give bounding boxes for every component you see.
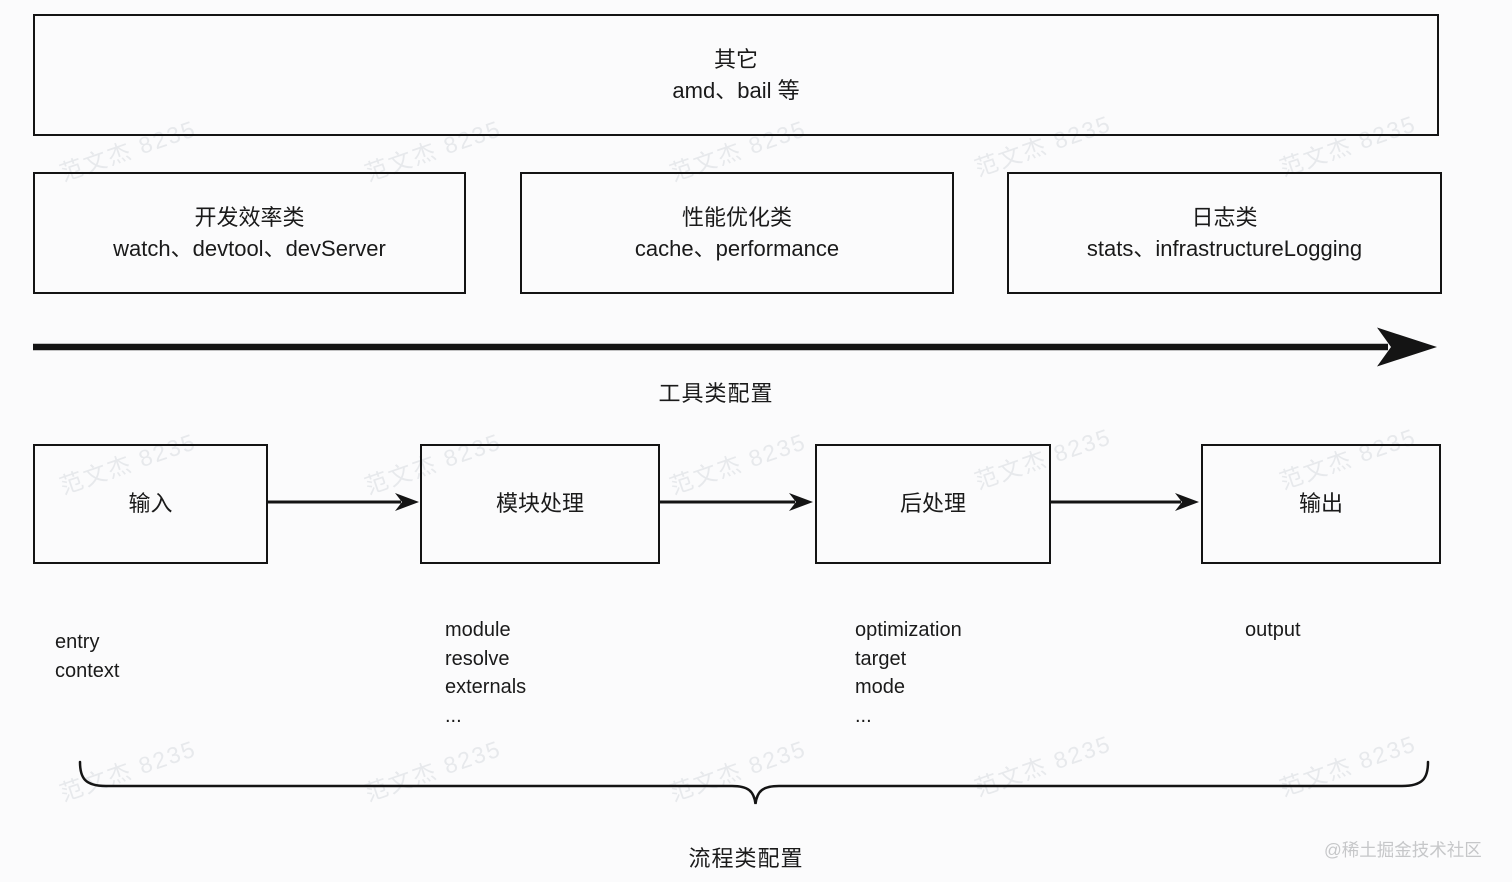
flow-stage-label: 输入 (128, 491, 173, 516)
config-item: output (1245, 619, 1301, 641)
config-item: mode (855, 676, 906, 698)
config-item: entry (55, 631, 100, 653)
category-box-logging: 日志类 stats、infrastructureLogging (1007, 172, 1442, 294)
watermark: 范文杰 8235 (666, 428, 810, 500)
watermark: 范文杰 8235 (56, 735, 200, 807)
config-item: optimization (855, 619, 962, 641)
flow-axis-label: 流程类配置 (688, 846, 804, 871)
category-items: cache、performance (634, 236, 840, 261)
category-items: stats、infrastructureLogging (1086, 236, 1363, 261)
config-list-input: entry context (55, 628, 119, 685)
tool-axis-label: 工具类配置 (658, 381, 774, 406)
flow-stage-post-processing: 后处理 (815, 444, 1051, 564)
config-item: context (55, 659, 120, 682)
category-title: 性能优化类 (681, 205, 792, 230)
flow-stage-label: 输出 (1298, 491, 1343, 516)
category-box-performance: 性能优化类 cache、performance (520, 172, 954, 294)
config-item: externals (445, 676, 527, 698)
watermark: 范文杰 8235 (666, 735, 810, 807)
watermark: 范文杰 8235 (361, 735, 505, 807)
watermark: 范文杰 8235 (971, 730, 1115, 802)
category-box-dev-efficiency: 开发效率类 watch、devtool、devServer (33, 172, 466, 294)
config-list-module: module resolve externals ... (445, 616, 526, 730)
community-credit: @稀土掘金技术社区 (1324, 840, 1482, 860)
config-item: target (855, 647, 907, 670)
flow-stage-label: 模块处理 (495, 491, 584, 516)
misc-config-box: 其它 amd、bail 等 (33, 14, 1439, 136)
flow-stage-label: 后处理 (899, 491, 966, 516)
category-title: 开发效率类 (194, 205, 305, 230)
category-title: 日志类 (1191, 205, 1258, 230)
misc-config-title: 其它 (713, 47, 758, 72)
config-item: resolve (445, 647, 510, 670)
flow-stage-module-processing: 模块处理 (420, 444, 660, 564)
config-list-post: optimization target mode ... (855, 616, 962, 730)
misc-config-items: amd、bail 等 (672, 78, 800, 103)
flow-stage-output: 输出 (1201, 444, 1441, 564)
category-items: watch、devtool、devServer (113, 236, 386, 261)
watermark: 范文杰 8235 (1276, 730, 1420, 802)
config-item: module (445, 619, 511, 641)
config-item: ... (445, 704, 462, 727)
config-list-output: output (1245, 616, 1301, 645)
flow-stage-input: 输入 (33, 444, 268, 564)
config-item: ... (855, 704, 872, 727)
